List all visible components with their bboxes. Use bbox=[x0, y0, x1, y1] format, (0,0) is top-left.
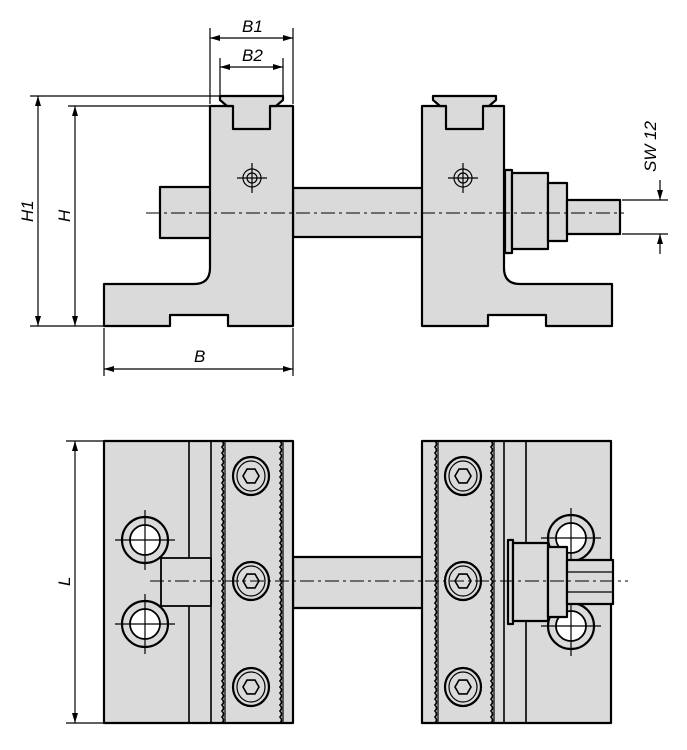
screw-hole-right bbox=[448, 163, 478, 193]
dimension-l: L bbox=[55, 440, 104, 724]
hex-socket-screws bbox=[231, 455, 483, 708]
hex-socket-screw bbox=[231, 455, 271, 497]
right-jaw-body bbox=[420, 104, 614, 328]
dimension-sw: SW 12 bbox=[622, 120, 668, 254]
dimension-b: B bbox=[103, 328, 294, 376]
hex-socket-screw bbox=[443, 455, 483, 497]
serration bbox=[489, 440, 494, 724]
mounting-hole bbox=[115, 594, 175, 654]
dimension-b1: B1 bbox=[209, 17, 294, 104]
side-view: B1 B2 H1 H B SW 12 bbox=[18, 17, 668, 376]
left-jaw-body bbox=[102, 104, 295, 328]
adjusting-nut bbox=[503, 168, 622, 255]
dim-label-b2: B2 bbox=[242, 46, 263, 65]
left-jaw-lines bbox=[160, 441, 212, 723]
dim-label-b: B bbox=[194, 347, 205, 366]
dimension-h: H bbox=[55, 105, 210, 326]
dimension-b2: B2 bbox=[219, 46, 284, 96]
dim-label-h: H bbox=[55, 209, 74, 222]
hex-head bbox=[565, 198, 622, 236]
mounting-hole bbox=[115, 510, 175, 570]
serrated-jaw-edges bbox=[220, 440, 495, 724]
serration bbox=[220, 440, 225, 724]
hex-socket-screw bbox=[231, 666, 271, 708]
hex-socket-screw bbox=[443, 666, 483, 708]
dim-label-sw: SW 12 bbox=[641, 120, 660, 172]
right-jaw-insert bbox=[431, 94, 498, 131]
dim-label-b1: B1 bbox=[242, 17, 263, 36]
dim-label-h1: H1 bbox=[18, 200, 37, 222]
dimension-h1: H1 bbox=[18, 95, 220, 327]
serration bbox=[278, 440, 283, 724]
serration bbox=[433, 440, 438, 724]
left-jaw-insert bbox=[218, 94, 285, 131]
hex-head-top bbox=[565, 558, 615, 606]
screw-hole-left bbox=[237, 163, 267, 193]
adjusting-nut-top bbox=[506, 538, 615, 626]
top-view: L bbox=[55, 439, 628, 725]
dim-label-l: L bbox=[55, 577, 74, 586]
spindle-shaft-top bbox=[291, 555, 425, 610]
